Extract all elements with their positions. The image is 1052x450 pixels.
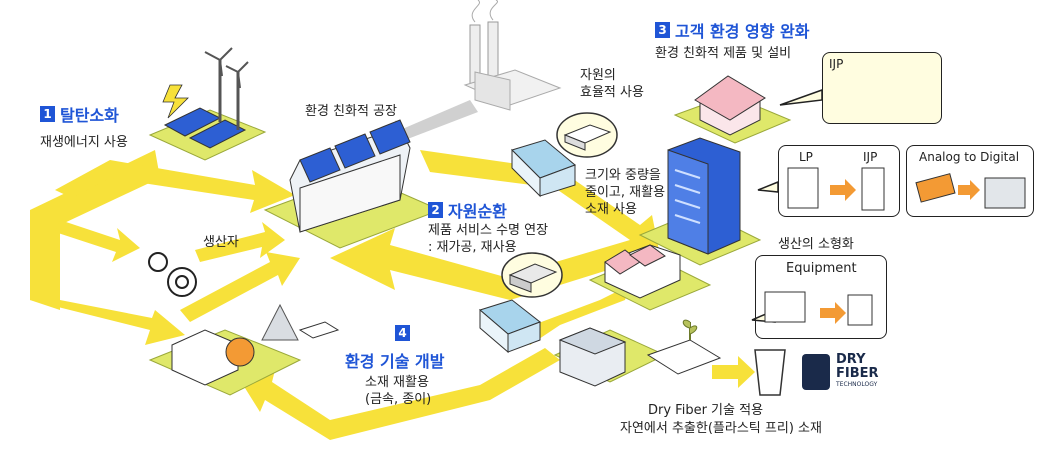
plant-building-icon (558, 327, 627, 387)
eco-factory-icon (289, 119, 411, 233)
section-1-title: 탈탄소화 (60, 106, 119, 125)
dryfiber-label-2: 자연에서 추출한(플라스틱 프리) 소재 (620, 421, 822, 436)
section-3-title: 고객 환경 영향 완화 (675, 22, 810, 41)
equipment-label: Equipment (786, 261, 857, 276)
solar-wind-icon (162, 47, 249, 149)
dryfiber-label-1: Dry Fiber 기술 적용 (648, 403, 764, 418)
lp-ijp-bubble: LP IJP (778, 145, 900, 217)
house-icon (694, 75, 766, 136)
section-2-desc-1: 제품 서비스 수명 연장 (428, 223, 549, 238)
orange-arrows (820, 179, 980, 324)
recycling-plant-icon (171, 303, 340, 386)
truck-top-icon (511, 139, 576, 198)
office-building-icon (667, 137, 741, 255)
section-3-desc: 환경 친화적 제품 및 설비 (655, 46, 792, 61)
analog-label: Analog to Digital (919, 150, 1020, 164)
recycle-device-icon (501, 252, 563, 298)
efficient-label-1: 자원의 (580, 68, 616, 83)
reduce-label-1: 크기와 중량을 (585, 168, 661, 183)
section-4-desc-2: (금속, 종이) (365, 392, 432, 407)
section-2-heading: 2 자원순환 (428, 198, 507, 222)
section-3-number: 3 (655, 22, 670, 38)
power-plant-icon (463, 0, 562, 111)
section-2-title: 자원순환 (448, 202, 507, 221)
logo-line-2: FIBER (836, 366, 879, 381)
ijp-bubble-label: IJP (829, 57, 844, 71)
section-2-desc-2: : 재가공, 재사용 (428, 240, 517, 255)
section-1-number: 1 (40, 106, 55, 122)
production-label: 생산자 (203, 235, 239, 250)
section-1-heading: 1 탈탄소화 (40, 102, 119, 126)
dryfiber-items (646, 319, 786, 396)
logo-line-3: TECHNOLOGY (836, 381, 878, 388)
analog-bubble: Analog to Digital (906, 145, 1034, 217)
section-4-desc-1: 소재 재활용 (365, 375, 429, 390)
section-4-heading: 4 (395, 325, 410, 341)
section-1-desc: 재생에너지 사용 (40, 135, 128, 150)
equipment-bubble: Equipment (755, 255, 887, 339)
ijp-label: IJP (863, 150, 878, 164)
dry-fiber-logo: DRY FIBER TECHNOLOGY (802, 352, 882, 394)
section-3-heading: 3 고객 환경 영향 완화 (655, 18, 809, 42)
section-2-number: 2 (428, 202, 443, 218)
logo-line-1: DRY (836, 352, 866, 367)
section-4-number: 4 (395, 325, 410, 341)
ijp-bubble: IJP (822, 52, 942, 124)
miniaturize-label: 생산의 소형화 (778, 237, 854, 252)
printer-device-icon (556, 112, 618, 158)
small-factory-icon (604, 244, 681, 299)
reduce-label-2: 줄이고, 재활용 (585, 185, 666, 200)
factory-label: 환경 친화적 공장 (305, 104, 397, 119)
truck-bottom-icon (478, 299, 542, 354)
efficient-label-2: 효율적 사용 (580, 85, 644, 100)
dry-fiber-emblem (802, 354, 830, 390)
lp-label: LP (799, 150, 813, 164)
section-4-title: 환경 기술 개발 (345, 352, 445, 371)
gear-icon (148, 252, 197, 297)
reduce-label-3: 소재 사용 (585, 202, 637, 217)
